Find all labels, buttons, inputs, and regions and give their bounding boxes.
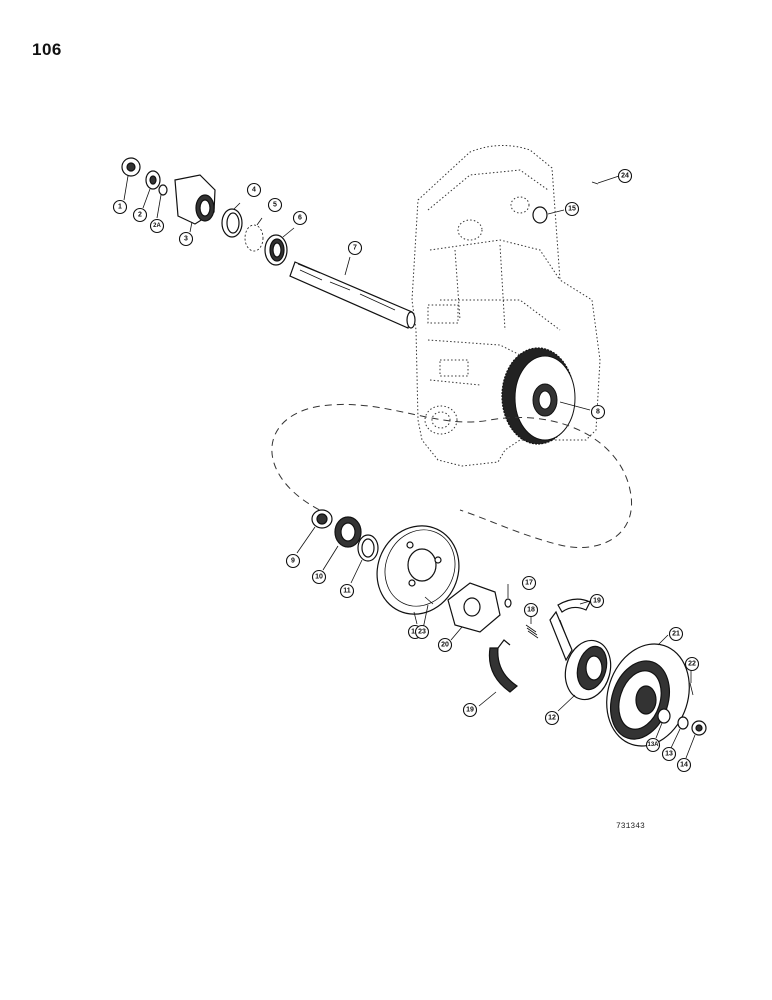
svg-text:10: 10	[315, 574, 323, 581]
svg-text:12: 12	[548, 715, 556, 722]
callout-4: 4	[246, 182, 262, 198]
oring-2a	[158, 184, 168, 196]
backing-plate-16	[376, 525, 460, 615]
callout-7: 7	[347, 240, 363, 256]
svg-text:7: 7	[353, 245, 357, 252]
bearing-9	[311, 509, 333, 529]
brake-drum-21	[606, 643, 690, 747]
svg-text:5: 5	[273, 202, 277, 209]
pin-24	[591, 181, 599, 185]
callout-1: 1	[112, 199, 128, 215]
callout-18: 18	[523, 602, 539, 618]
nut-14	[691, 720, 707, 736]
callout-17: 17	[521, 575, 537, 591]
callout-22: 22	[684, 656, 700, 672]
callout-8: 8	[590, 404, 606, 420]
svg-text:8: 8	[596, 409, 600, 416]
leader-lines	[123, 175, 696, 759]
callout-24: 24	[617, 168, 633, 184]
transmission-housing-outline	[411, 145, 601, 467]
svg-text:17: 17	[525, 580, 533, 587]
svg-text:23: 23	[418, 629, 426, 636]
svg-text:6: 6	[298, 215, 302, 222]
callout-15: 15	[564, 201, 580, 217]
oring-13a	[657, 708, 671, 724]
brake-shoe-19-upper	[549, 598, 591, 662]
clip-23	[424, 596, 434, 605]
seal-4	[221, 208, 243, 238]
svg-text:22: 22	[688, 661, 696, 668]
washer-2	[145, 170, 161, 190]
plug-15	[532, 206, 548, 224]
gear-8	[501, 347, 576, 445]
yoke-3	[174, 174, 216, 225]
svg-text:3: 3	[184, 236, 188, 243]
callout-21: 21	[668, 626, 684, 642]
callout-6: 6	[292, 210, 308, 226]
spring-18	[525, 624, 539, 639]
svg-text:2: 2	[138, 212, 142, 219]
svg-text:24: 24	[621, 173, 629, 180]
callouts: 1 2 2A 3 4 5 6 7 8 9 10 11 12 13 13A 14 …	[112, 168, 700, 773]
bearing-6	[264, 234, 288, 266]
shaft-7	[289, 261, 416, 329]
svg-text:2A: 2A	[153, 223, 161, 229]
svg-text:13A: 13A	[647, 742, 659, 748]
svg-text:15: 15	[568, 206, 576, 213]
callout-12: 12	[544, 710, 560, 726]
svg-text:14: 14	[680, 762, 688, 769]
svg-text:9: 9	[291, 558, 295, 565]
svg-text:21: 21	[672, 631, 680, 638]
svg-text:1: 1	[118, 204, 122, 211]
callout-13: 13	[661, 746, 677, 762]
brake-shoe-19-lower	[488, 639, 518, 693]
callout-14: 14	[676, 757, 692, 773]
callout-19-upper: 19	[589, 593, 605, 609]
callout-19-lower: 19	[462, 702, 478, 718]
callout-2a: 2A	[149, 218, 165, 234]
callout-13a: 13A	[645, 737, 661, 753]
svg-text:11: 11	[343, 588, 351, 595]
washer-13	[677, 716, 689, 730]
callout-3: 3	[178, 231, 194, 247]
seal-11	[357, 534, 379, 562]
callout-2: 2	[132, 207, 148, 223]
callout-23: 23	[414, 624, 430, 640]
nut-1	[121, 157, 141, 177]
svg-text:13: 13	[665, 751, 673, 758]
callout-10: 10	[311, 569, 327, 585]
plate-20	[447, 582, 501, 633]
callout-9: 9	[285, 553, 301, 569]
bearing-10	[334, 516, 362, 548]
callout-11: 11	[339, 583, 355, 599]
svg-text:19: 19	[466, 707, 474, 714]
page-number: 106	[32, 40, 62, 59]
callout-5: 5	[267, 197, 283, 213]
drum-12	[564, 639, 612, 701]
washer-17	[504, 598, 512, 608]
shim-5	[244, 224, 264, 252]
callout-20: 20	[437, 637, 453, 653]
svg-text:20: 20	[441, 642, 449, 649]
svg-text:4: 4	[252, 187, 256, 194]
stud-22	[689, 682, 694, 696]
assembly-path-loop	[271, 403, 632, 549]
svg-text:19: 19	[593, 598, 601, 605]
figure-code: 731343	[616, 822, 645, 831]
svg-text:18: 18	[527, 607, 535, 614]
